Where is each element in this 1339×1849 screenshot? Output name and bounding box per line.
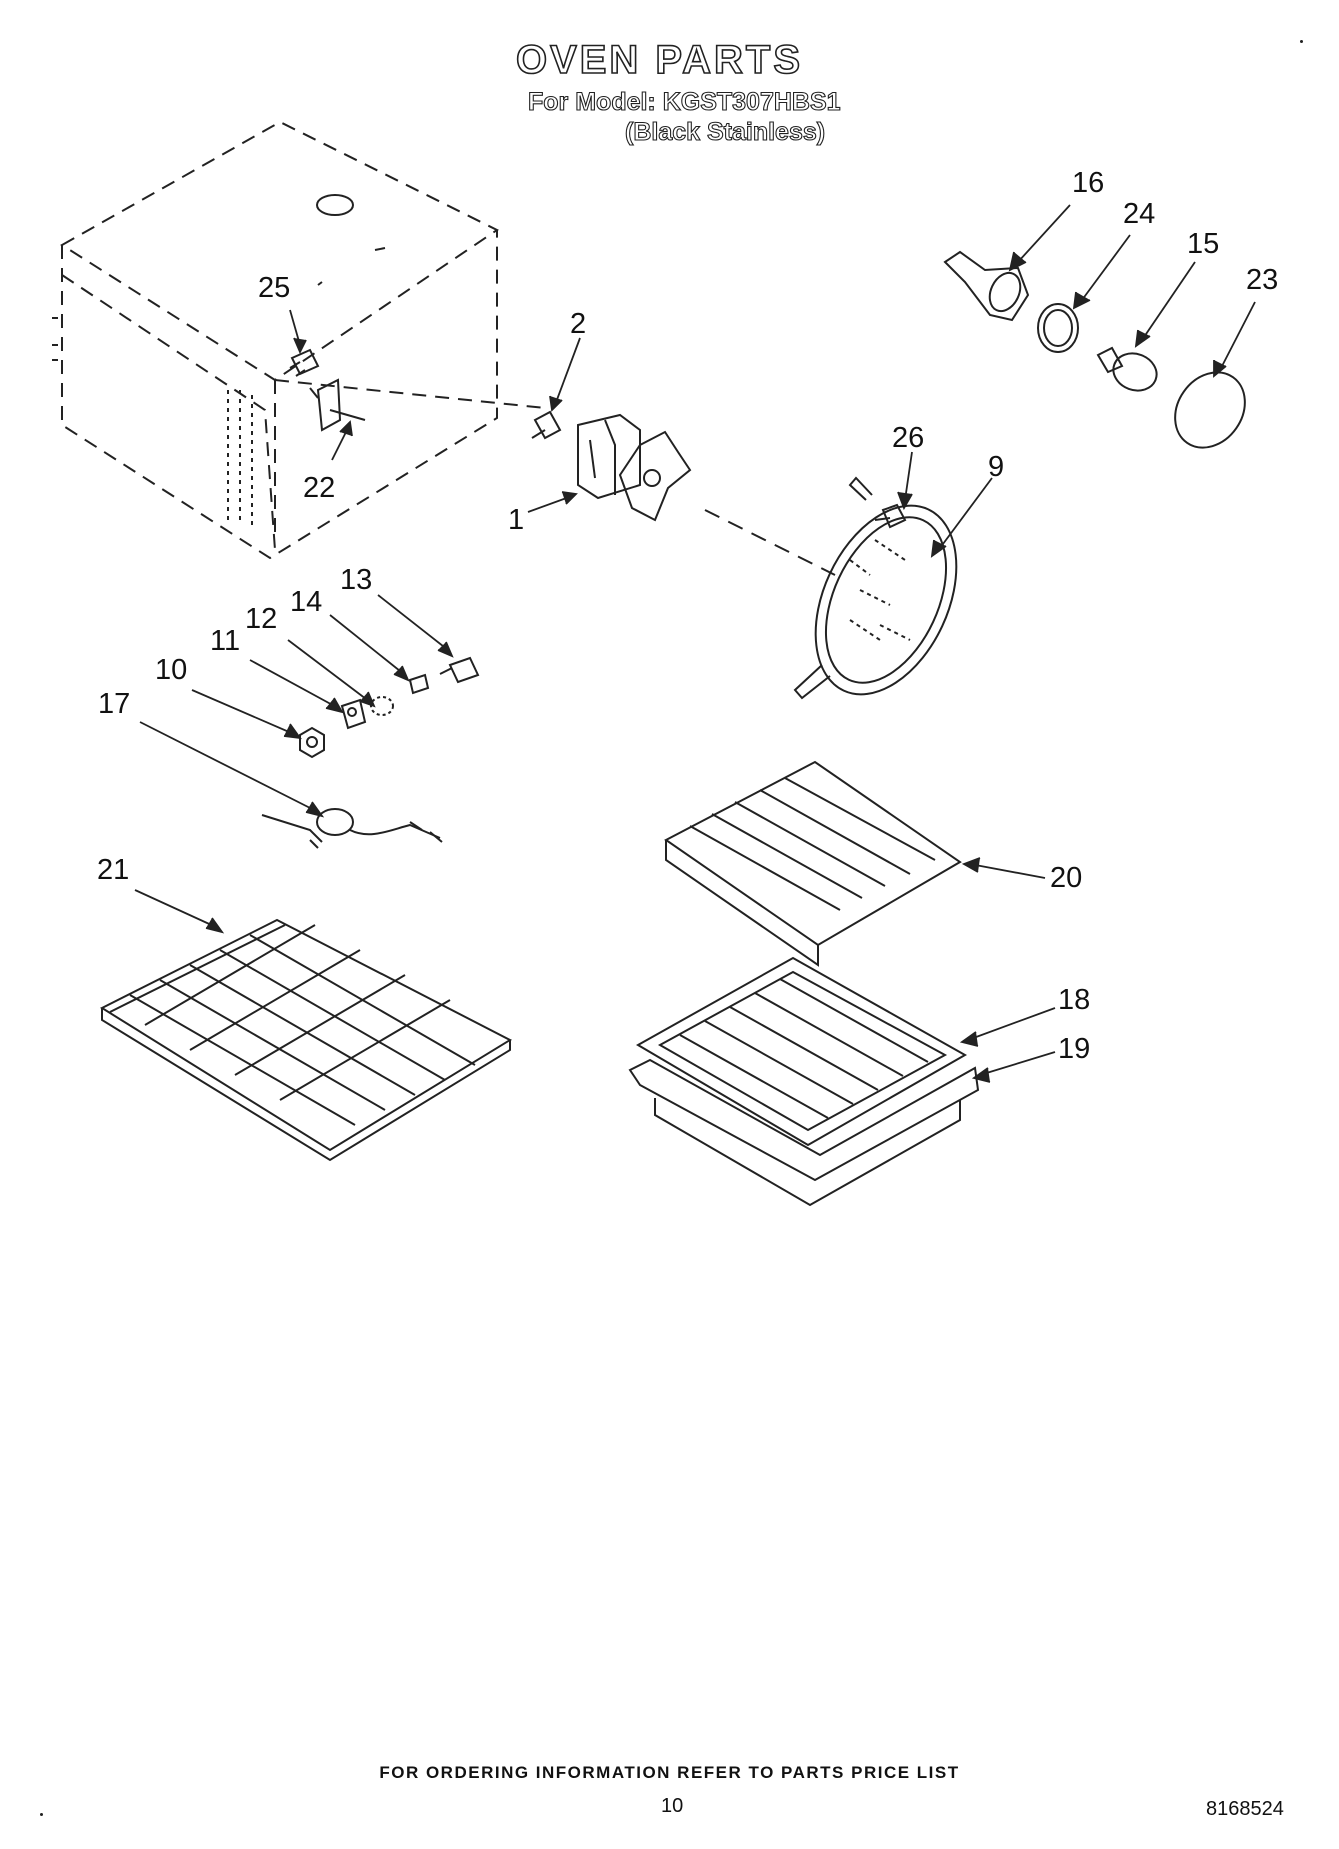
callout-1: 1	[508, 504, 524, 536]
callout-12: 12	[245, 603, 277, 635]
screw-2	[531, 410, 562, 440]
callout-19: 19	[1058, 1033, 1090, 1065]
scan-dot	[40, 1813, 43, 1816]
callout-25: 25	[258, 272, 290, 304]
sensor-13	[439, 656, 480, 684]
lamp-socket-16	[943, 250, 1030, 322]
callout-22: 22	[303, 472, 335, 504]
callout-21: 21	[97, 854, 129, 886]
callout-10: 10	[155, 654, 187, 686]
washer-12	[370, 696, 394, 716]
variant-line: (Black Stainless)	[624, 117, 826, 146]
title-text: OVEN PARTS	[515, 37, 804, 83]
clamp-11	[340, 698, 367, 730]
callout-2: 2	[570, 308, 586, 340]
document-number: 8168524	[1206, 1798, 1284, 1820]
callout-16: 16	[1072, 167, 1104, 199]
callout-23: 23	[1246, 264, 1278, 296]
callout-17: 17	[98, 688, 130, 720]
page-title: OVEN PARTS	[0, 37, 1329, 83]
callout-20: 20	[1050, 862, 1082, 894]
leader-lines	[134, 204, 1256, 1083]
screw-25	[289, 348, 320, 377]
callout-24: 24	[1123, 198, 1155, 230]
callout-15: 15	[1187, 228, 1219, 260]
callout-13: 13	[340, 564, 372, 596]
broiler-grid-18	[635, 956, 968, 1147]
broiler-insert-20	[664, 760, 962, 967]
fan-motor-1	[577, 413, 692, 522]
broiler-pan-19	[628, 1058, 980, 1207]
bracket-22	[309, 378, 366, 432]
scan-dot	[1300, 40, 1303, 43]
callout-14: 14	[290, 586, 322, 618]
callout-26: 26	[892, 422, 924, 454]
model-line: For Model: KGST307HBS1	[527, 87, 841, 116]
screw-26	[874, 503, 907, 529]
nut-10	[299, 726, 325, 759]
lamp-bulb-15	[1096, 346, 1158, 392]
spacer-14	[408, 673, 430, 695]
callout-9: 9	[988, 451, 1004, 483]
page-number: 10	[661, 1795, 684, 1817]
cavity-details	[52, 194, 386, 528]
callout-11: 11	[210, 625, 240, 657]
callout-18: 18	[1058, 984, 1090, 1016]
fan-cover-9	[793, 476, 958, 700]
meat-probe-17	[261, 808, 443, 849]
oven-rack-21	[99, 918, 513, 1162]
lens-23	[1174, 371, 1246, 449]
fan-axis-line	[704, 509, 836, 576]
gasket-24	[1037, 303, 1079, 353]
ordering-info-footer: FOR ORDERING INFORMATION REFER TO PARTS …	[379, 1763, 960, 1782]
oven-cavity-outline	[60, 120, 546, 560]
